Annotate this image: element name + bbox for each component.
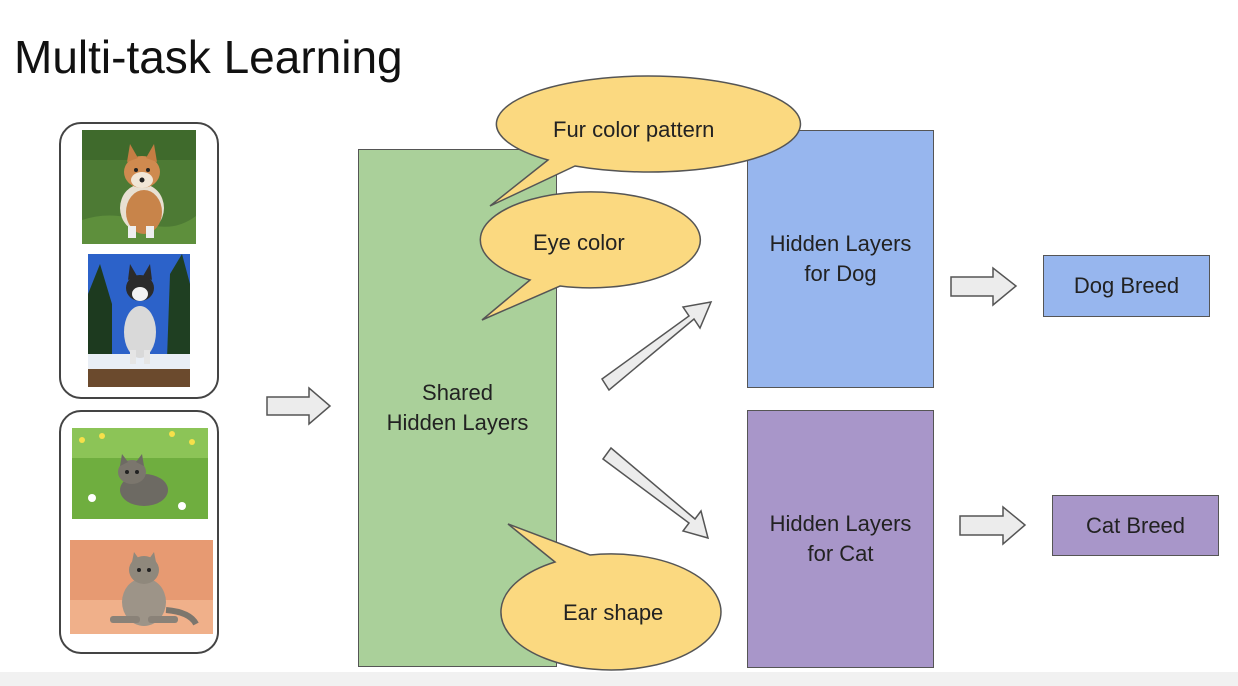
shared-hidden-layers: Shared Hidden Layers bbox=[358, 149, 557, 667]
input-arrow bbox=[266, 386, 332, 426]
shiba-dog-photo bbox=[82, 130, 196, 244]
dog-breed-output: Dog Breed bbox=[1043, 255, 1210, 317]
shared-to-dog-arrow bbox=[600, 301, 713, 392]
eye-callout-text: Eye color bbox=[533, 230, 625, 255]
kitten-grass-photo bbox=[72, 428, 208, 519]
fur-callout-text: Fur color pattern bbox=[553, 117, 715, 142]
dog-image-group bbox=[59, 122, 219, 399]
cat-image-group bbox=[59, 410, 219, 654]
cat-breed-output: Cat Breed bbox=[1052, 495, 1219, 556]
dog-breed-label: Dog Breed bbox=[1073, 273, 1180, 298]
slide-title: Multi-task Learning bbox=[14, 31, 403, 83]
dog-hidden-layers: Hidden Layers for Dog bbox=[747, 130, 934, 388]
dog-output-arrow bbox=[950, 266, 1018, 307]
cat-breed-label: Cat Breed bbox=[1085, 512, 1186, 538]
tabby-cat-photo bbox=[70, 540, 213, 634]
ear-callout-text: Ear shape bbox=[563, 600, 664, 625]
husky-dog-photo bbox=[88, 254, 190, 387]
slide: Multi-task Learning bbox=[14, 31, 1219, 671]
cat-output-arrow bbox=[959, 505, 1027, 546]
shared-hidden-layers-label: Shared Hidden Layers bbox=[386, 380, 529, 435]
dog-hidden-layers-label: Hidden Layers for Dog bbox=[769, 231, 912, 286]
bottom-strip bbox=[0, 672, 1238, 686]
cat-hidden-layers: Hidden Layers for Cat bbox=[747, 410, 934, 668]
shared-to-cat-arrow bbox=[601, 446, 710, 540]
cat-hidden-layers-label: Hidden Layers for Cat bbox=[769, 511, 912, 566]
